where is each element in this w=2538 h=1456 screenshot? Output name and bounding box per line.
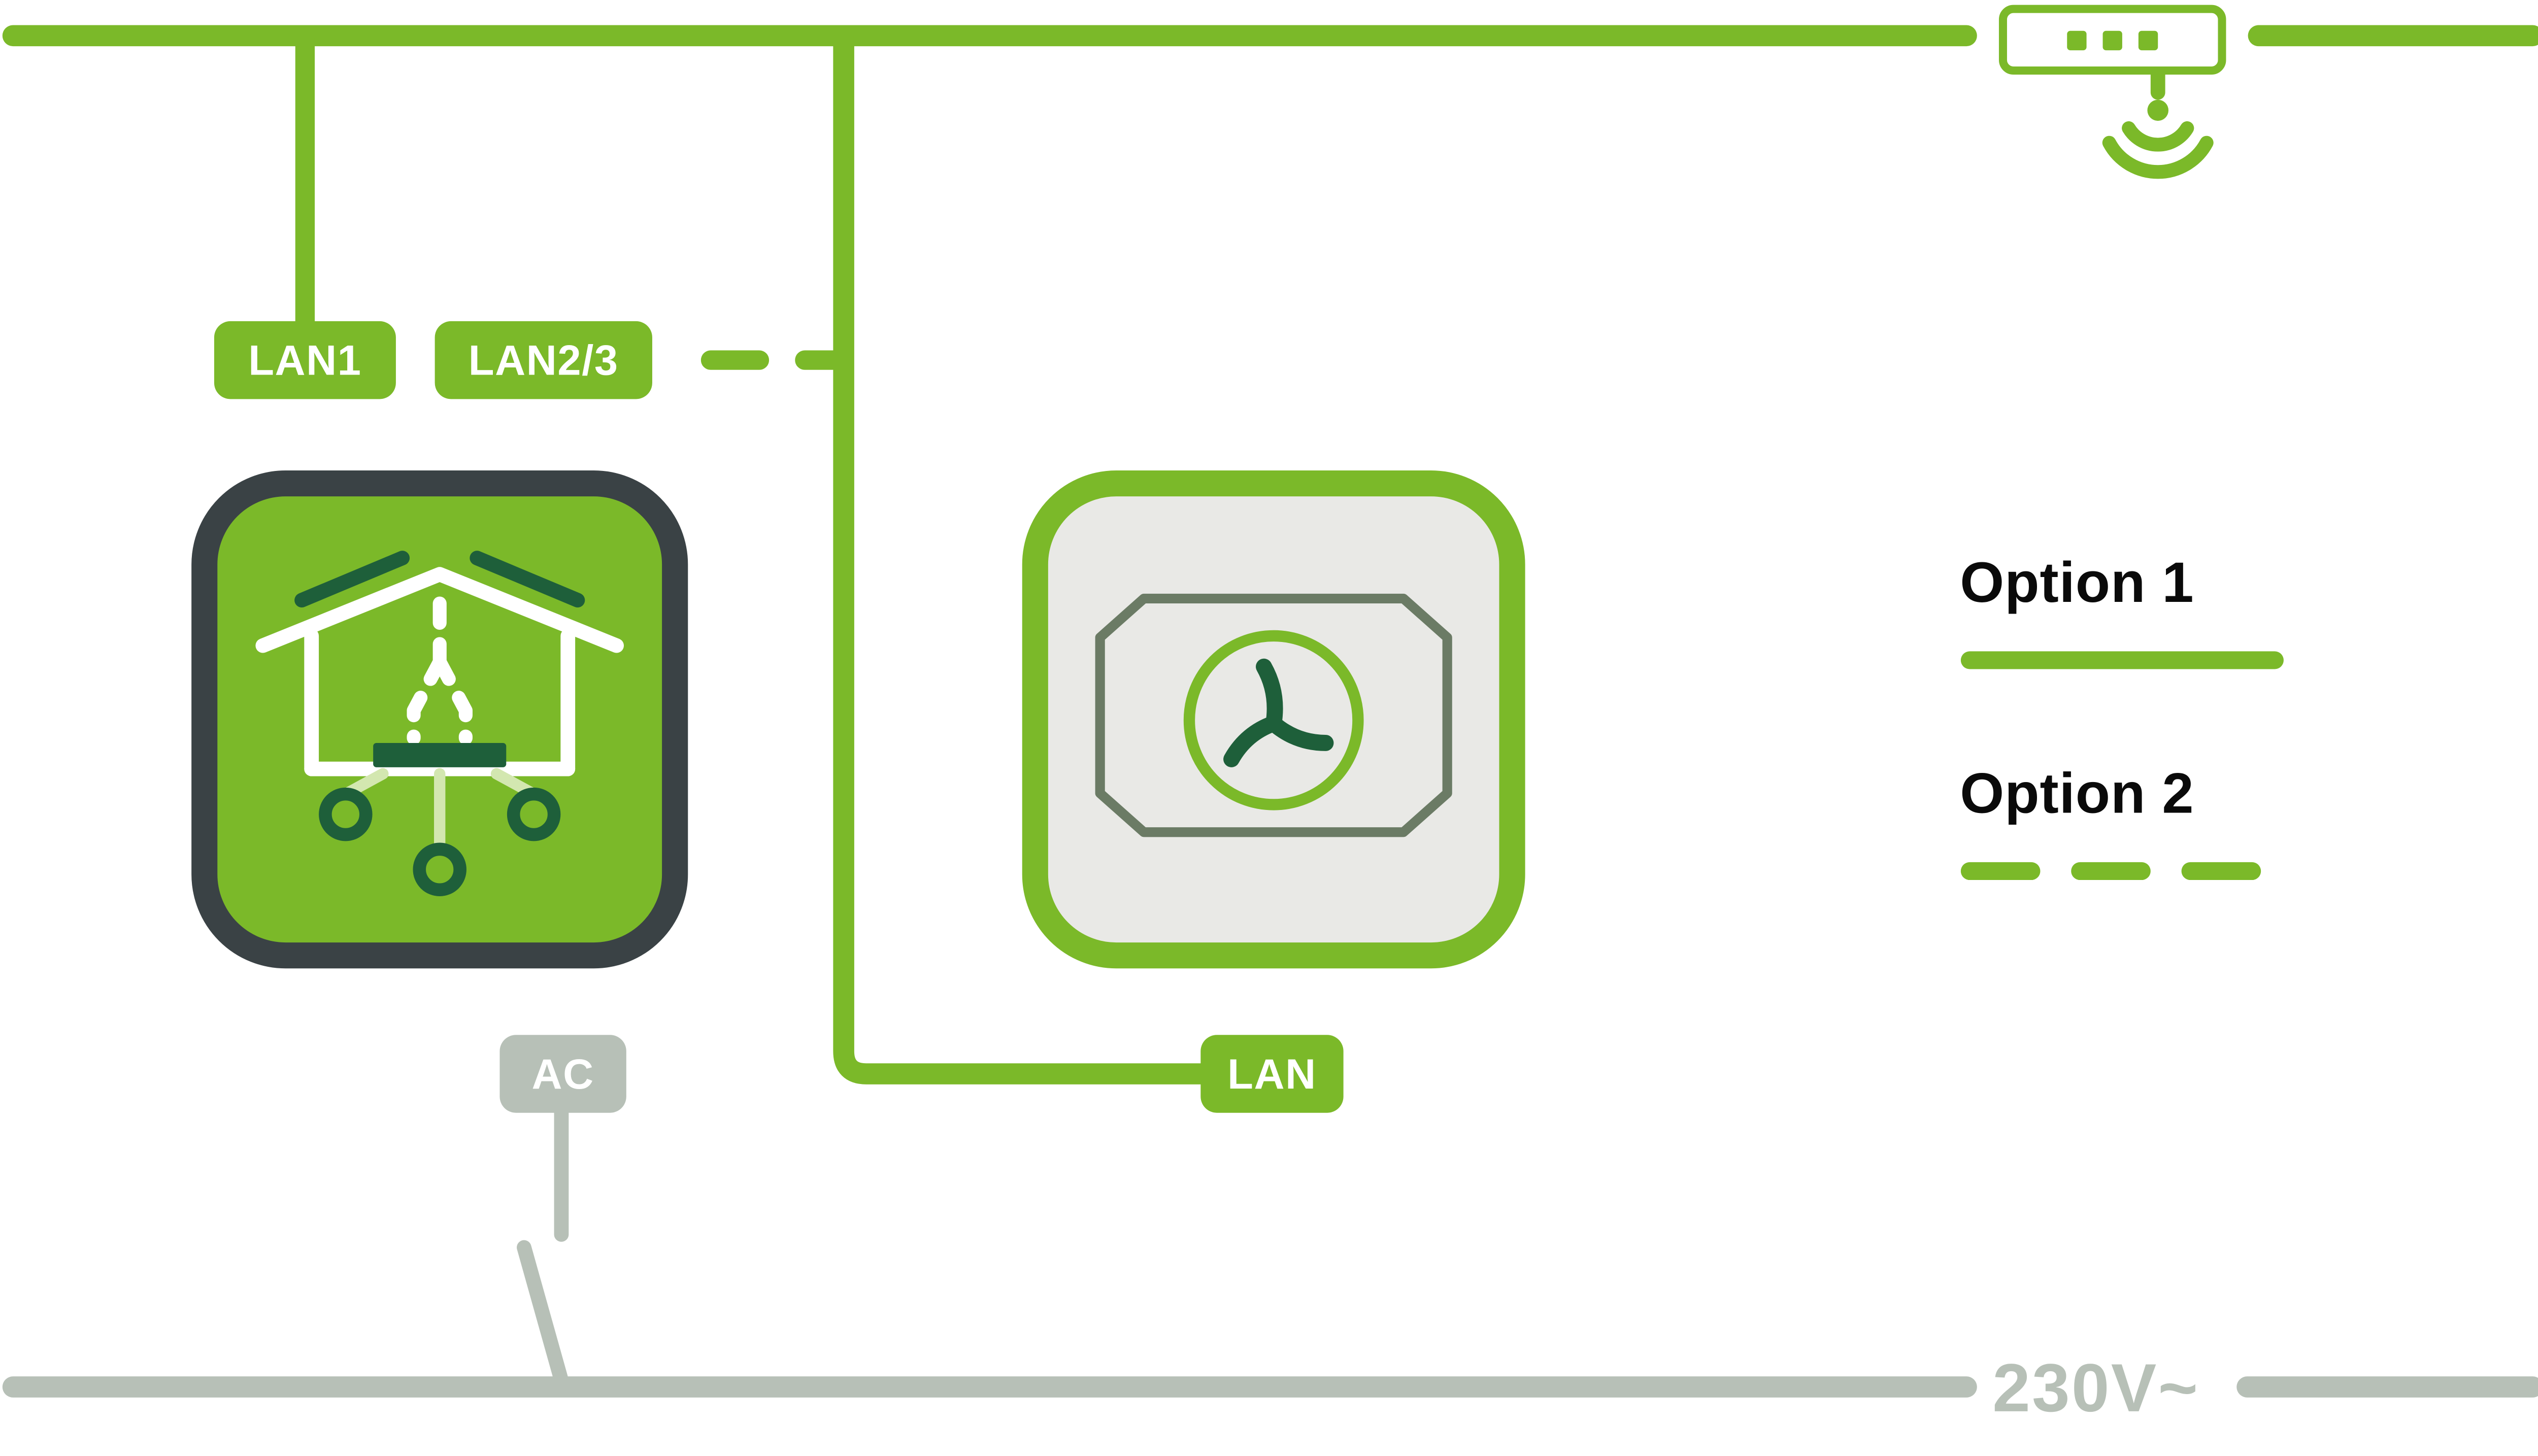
connector-ring-left bbox=[319, 787, 373, 840]
unit-housing-octagon bbox=[1095, 593, 1452, 836]
ventilation-unit-device bbox=[1022, 470, 1525, 969]
roof-accent-left bbox=[294, 550, 410, 607]
router-port-dot bbox=[2067, 30, 2087, 50]
wifi-signal-icon bbox=[2102, 67, 2214, 179]
roof-accent-right bbox=[470, 550, 585, 607]
ventilation-unit-icon bbox=[1095, 593, 1452, 836]
ac-badge: AC bbox=[499, 1035, 626, 1113]
cable-branch-right-dashed bbox=[432, 654, 473, 744]
fan-ring bbox=[1183, 629, 1364, 810]
connector-ring-right bbox=[507, 787, 561, 840]
lan2-3-badge: LAN2/3 bbox=[435, 321, 652, 399]
router-icon bbox=[1998, 5, 2226, 75]
wifi-arc-inner bbox=[2122, 121, 2194, 152]
connector-ring-center bbox=[413, 841, 466, 896]
legend-option1-label: Option 1 bbox=[1960, 551, 2194, 615]
switch-blade bbox=[517, 1240, 569, 1388]
lan1-badge: LAN1 bbox=[214, 321, 396, 399]
energy-manager-device bbox=[191, 470, 688, 969]
lan1-badge-label: LAN1 bbox=[248, 335, 362, 384]
cable-branch-left-dashed bbox=[407, 654, 447, 744]
lan-badge: LAN bbox=[1200, 1035, 1344, 1113]
lan-badge-label: LAN bbox=[1227, 1048, 1317, 1098]
router-port-dot bbox=[2138, 30, 2158, 50]
busbar bbox=[373, 742, 507, 767]
fan-blade-right bbox=[1265, 715, 1334, 751]
house-roof bbox=[255, 566, 624, 652]
fan-blade-lower-left bbox=[1223, 715, 1282, 767]
lan2-3-badge-label: LAN2/3 bbox=[468, 335, 619, 384]
wifi-dot bbox=[2147, 99, 2168, 121]
trunk-line-to-lan bbox=[833, 30, 1224, 1085]
router-port-dot bbox=[2102, 30, 2122, 50]
voltage-label: 230V~ bbox=[1992, 1349, 2200, 1426]
smart-home-energy-manager-icon bbox=[255, 550, 624, 896]
ac-badge-label: AC bbox=[531, 1048, 594, 1098]
fan-blade-up bbox=[1256, 658, 1283, 731]
power-switch-icon bbox=[517, 1105, 569, 1388]
legend-option2-label: Option 2 bbox=[1960, 762, 2194, 826]
wifi-arc-outer bbox=[2102, 136, 2214, 179]
